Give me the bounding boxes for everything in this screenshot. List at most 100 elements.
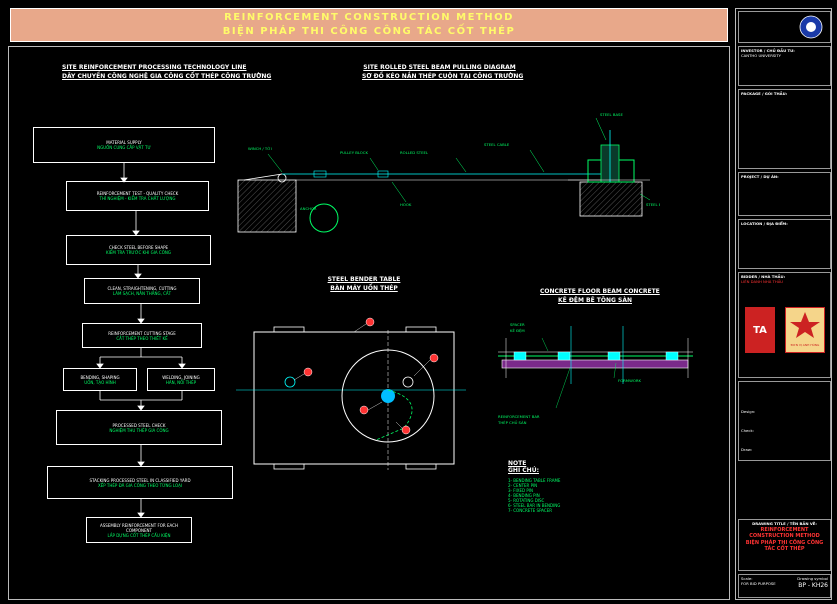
package-label: PACKAGE / GÓI THẦU: xyxy=(741,91,788,96)
flow-step-vi: CẮT THÉP THEO THIẾT KẾ xyxy=(116,335,168,341)
svg-text:THÉP CHỦ SÀN: THÉP CHỦ SÀN xyxy=(498,420,527,425)
pull-title-en: SITE ROLLED STEEL BEAM PULLING DIAGRAM xyxy=(363,64,516,71)
panel-location: LOCATION / ĐỊA ĐIỂM: xyxy=(738,219,831,269)
flow-step-en: REINFORCEMENT CUTTING STAGE xyxy=(108,330,176,336)
check-label: Check: xyxy=(741,427,754,433)
winch-base xyxy=(237,179,297,233)
svg-text:STEEL CABLE: STEEL CABLE xyxy=(484,142,510,147)
floor-title-en: CONCRETE FLOOR BEAM CONCRETE xyxy=(540,288,660,295)
designer-label: Design: xyxy=(741,409,756,414)
panel-bidder: BIDDER / NHÀ THẦU: LIÊN DANH NHÀ THẦU TA… xyxy=(738,272,831,378)
project-label: PROJECT / DỰ ÁN: xyxy=(741,174,779,179)
callout-4 xyxy=(359,405,369,415)
flow-step-en: ASSEMBLY REINFORCEMENT FOR EACH COMPONEN… xyxy=(100,522,178,533)
flow-title-en: SITE REINFORCEMENT PROCESSING TECHNOLOGY… xyxy=(62,64,247,71)
flow-step-quality-check: REINFORCEMENT TEST - QUALITY CHECK THÍ N… xyxy=(66,181,209,211)
flow-step-vi: NGHIỆM THU THÉP GIA CÔNG xyxy=(109,427,169,433)
flow-step-vi: LÀM SẠCH, NẮN THẲNG, CẮT xyxy=(112,291,172,296)
bidder-logo-1: TA xyxy=(745,307,775,353)
flow-step-vi: KIỂM TRA TRƯỚC KHI GIA CÔNG xyxy=(106,250,171,255)
location-label: LOCATION / ĐỊA ĐIỂM: xyxy=(741,221,788,226)
drawing-frame xyxy=(8,46,730,600)
panel-project: PROJECT / DỰ ÁN: xyxy=(738,172,831,216)
flow-step-en: BENDING, SHAPING xyxy=(80,374,120,380)
title-block-panel: INVESTOR / CHỦ ĐẦU TƯ: CANTHO UNIVERSITY… xyxy=(735,8,832,600)
svg-text:KÊ ĐỆM: KÊ ĐỆM xyxy=(510,328,525,333)
flow-step-assembly: ASSEMBLY REINFORCEMENT FOR EACH COMPONEN… xyxy=(86,517,192,543)
panel-package: PACKAGE / GÓI THẦU: xyxy=(738,89,831,169)
svg-text:PULLEY BLOCK: PULLEY BLOCK xyxy=(340,150,368,155)
flow-step-vi: NGUỒN CUNG CẤP VẬT TƯ xyxy=(97,145,151,150)
notes-title-vi: GHI CHÚ: xyxy=(508,467,539,474)
drawing-title-bar: REINFORCEMENT CONSTRUCTION METHOD BIỆN P… xyxy=(10,8,728,42)
spacer-block xyxy=(513,351,527,361)
note-item: 6- STEEL BAR IN BENDING xyxy=(508,503,561,508)
bidder-label: BIDDER / NHÀ THẦU: xyxy=(741,274,786,279)
callout-1 xyxy=(365,317,375,327)
flow-step-vi: UỐN, TẠO HÌNH xyxy=(84,379,116,385)
steel-bender-table xyxy=(236,317,466,470)
floor-spacer-diagram: SPACER KÊ ĐỆM FORMWORK REINFORCEMENT BAR… xyxy=(498,322,693,425)
panel-investor: INVESTOR / CHỦ ĐẦU TƯ: CANTHO UNIVERSITY xyxy=(738,46,831,86)
note-item: 3- FIXED PIN xyxy=(508,488,533,493)
notes-block: NOTE GHI CHÚ: 1- BENDING TABLE FRAME 2- … xyxy=(508,460,658,513)
svg-text:STEEL BASE: STEEL BASE xyxy=(600,112,623,117)
flow-step-check-steel: CHECK STEEL BEFORE SHAPE KIỂM TRA TRƯỚC … xyxy=(66,235,211,265)
scale-value: FOR BID PURPOSE xyxy=(741,580,776,586)
note-item: 4- BENDING PIN xyxy=(508,493,540,498)
flow-step-bending: BENDING, SHAPING UỐN, TẠO HÌNH xyxy=(63,368,137,391)
flow-step-en: REINFORCEMENT TEST - QUALITY CHECK xyxy=(96,191,179,196)
svg-text:STEEL BOX: STEEL BOX xyxy=(646,202,660,207)
flow-step-vi: LẮP DỰNG CỐT THÉP CẤU KIỆN xyxy=(107,532,171,538)
center-pin xyxy=(381,389,395,403)
title-en: REINFORCEMENT CONSTRUCTION METHOD xyxy=(224,12,514,23)
svg-text:ROLLED STEEL: ROLLED STEEL xyxy=(400,150,429,155)
bidder-logo-2: ĐƠN VỊ ANH HÙNG xyxy=(785,307,825,353)
rotating-disc xyxy=(341,349,435,443)
flow-step-en: MATERIAL SUPPLY xyxy=(106,140,142,145)
star-emblem-icon xyxy=(790,312,820,338)
investor-label: INVESTOR / CHỦ ĐẦU TƯ: xyxy=(741,48,795,53)
flow-step-vi: XẾP THÉP ĐÃ GIA CÔNG THEO TỪNG LOẠI xyxy=(97,482,183,488)
flow-step-vi: THÍ NGHIỆM - KIỂM TRA CHẤT LƯỢNG xyxy=(99,196,176,201)
flow-step-en: WELDING, JOINING xyxy=(162,374,200,380)
panel-signatures: Design: Check: Draw: xyxy=(738,381,831,461)
fixed-pin xyxy=(284,376,296,388)
note-item: 7- CONCRETE SPACER xyxy=(508,508,552,513)
flow-step-cutting: REINFORCEMENT CUTTING STAGE CẮT THÉP THE… xyxy=(82,323,202,348)
svg-text:FORMWORK: FORMWORK xyxy=(618,378,641,383)
svg-text:SPACER: SPACER xyxy=(510,322,525,327)
callout-3 xyxy=(303,367,313,377)
company-logo-icon xyxy=(799,15,823,39)
title-vi: BIỆN PHÁP THI CÔNG CÔNG TÁC CỐT THÉP xyxy=(222,26,516,37)
investor-name: CANTHO UNIVERSITY xyxy=(741,52,782,58)
note-item: 5- ROTATING DISC xyxy=(508,498,545,503)
drawing-title-en: REINFORCEMENT CONSTRUCTION METHOD xyxy=(749,526,820,540)
bidder-name: LIÊN DANH NHÀ THẦU xyxy=(741,278,784,284)
drawing-no: BP - KH26 xyxy=(798,581,828,589)
anchor-stake xyxy=(309,203,339,233)
notes-title-en: NOTE xyxy=(508,460,527,467)
panel-drawing-title: DRAWING TITLE / TÊN BẢN VẼ: REINFORCEMEN… xyxy=(738,519,831,571)
logo2-caption: ĐƠN VỊ ANH HÙNG xyxy=(790,342,820,347)
bender-title-vi: BÀN MÁY UỐN THÉP xyxy=(330,285,398,292)
svg-text:ANCHOR: ANCHOR xyxy=(300,206,317,211)
drawing-title-vi: BIỆN PHÁP THI CÔNG CÔNG TÁC CỐT THÉP xyxy=(745,539,824,553)
drawing-title-label: DRAWING TITLE / TÊN BẢN VẼ: xyxy=(752,521,817,526)
flow-step-en: STACKING PROCESSED STEEL IN CLASSIFIED Y… xyxy=(89,477,191,483)
steel-base xyxy=(579,181,643,217)
scale-label: Scale: xyxy=(741,576,753,581)
bender-frame xyxy=(253,331,455,465)
flow-step-en: CHECK STEEL BEFORE SHAPE xyxy=(108,245,169,250)
draw-label: Draw: xyxy=(741,446,752,452)
svg-text:WINCH / TỜI: WINCH / TỜI xyxy=(248,146,272,151)
floor-title-vi: KÊ ĐỆM BÊ TÔNG SÀN xyxy=(558,297,632,304)
flow-step-en: PROCESSED STEEL CHECK xyxy=(112,422,166,428)
pull-title-vi: SƠ ĐỒ KÉO NẮN THÉP CUỘN TẠI CÔNG TRƯỜNG xyxy=(362,73,524,80)
panel-header xyxy=(738,11,831,43)
svg-text:HOOK: HOOK xyxy=(400,202,412,207)
flow-step-vi: HÀN, NỐI THÉP xyxy=(165,379,197,385)
drawing-no-label: Drawing symbol xyxy=(797,576,828,581)
svg-text:REINFORCEMENT BAR: REINFORCEMENT BAR xyxy=(498,414,540,419)
